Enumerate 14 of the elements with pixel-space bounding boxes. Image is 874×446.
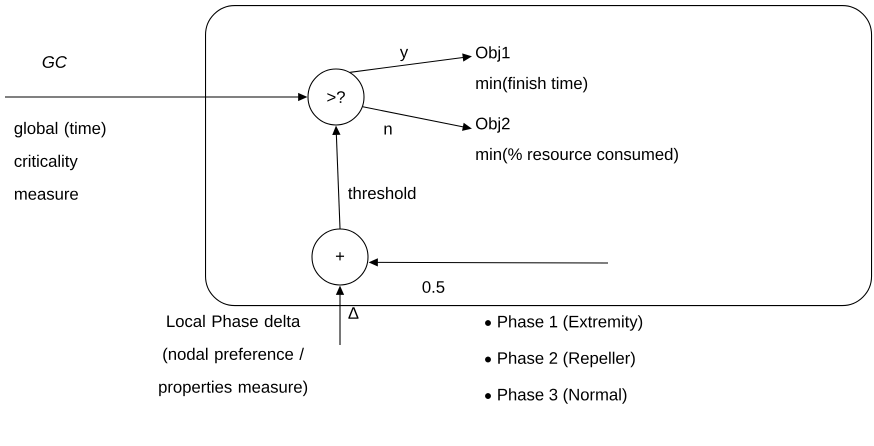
edge-label: GC: [42, 56, 67, 68]
objective-label: Obj2 min(% resource consumed): [476, 117, 678, 164]
phase-label: Phase 2 (Repeller): [498, 352, 635, 368]
edge-label: y: [400, 48, 408, 62]
phase-label: Phase 3 (Normal): [498, 388, 626, 404]
edge-label: 0.5: [422, 281, 444, 293]
edge-label: Δ: [348, 307, 358, 319]
phase-label: Phase 1 (Extremity): [498, 315, 642, 331]
edge-label: threshold: [348, 186, 416, 200]
objective-label: Obj1 min(finish time): [476, 46, 588, 92]
input-description: Local Phase delta (nodal preference / properties measure): [159, 314, 308, 396]
edge-label: n: [384, 126, 392, 134]
input-description: global (time) criticality measure: [14, 122, 106, 200]
rounded-box: [205, 5, 872, 306]
